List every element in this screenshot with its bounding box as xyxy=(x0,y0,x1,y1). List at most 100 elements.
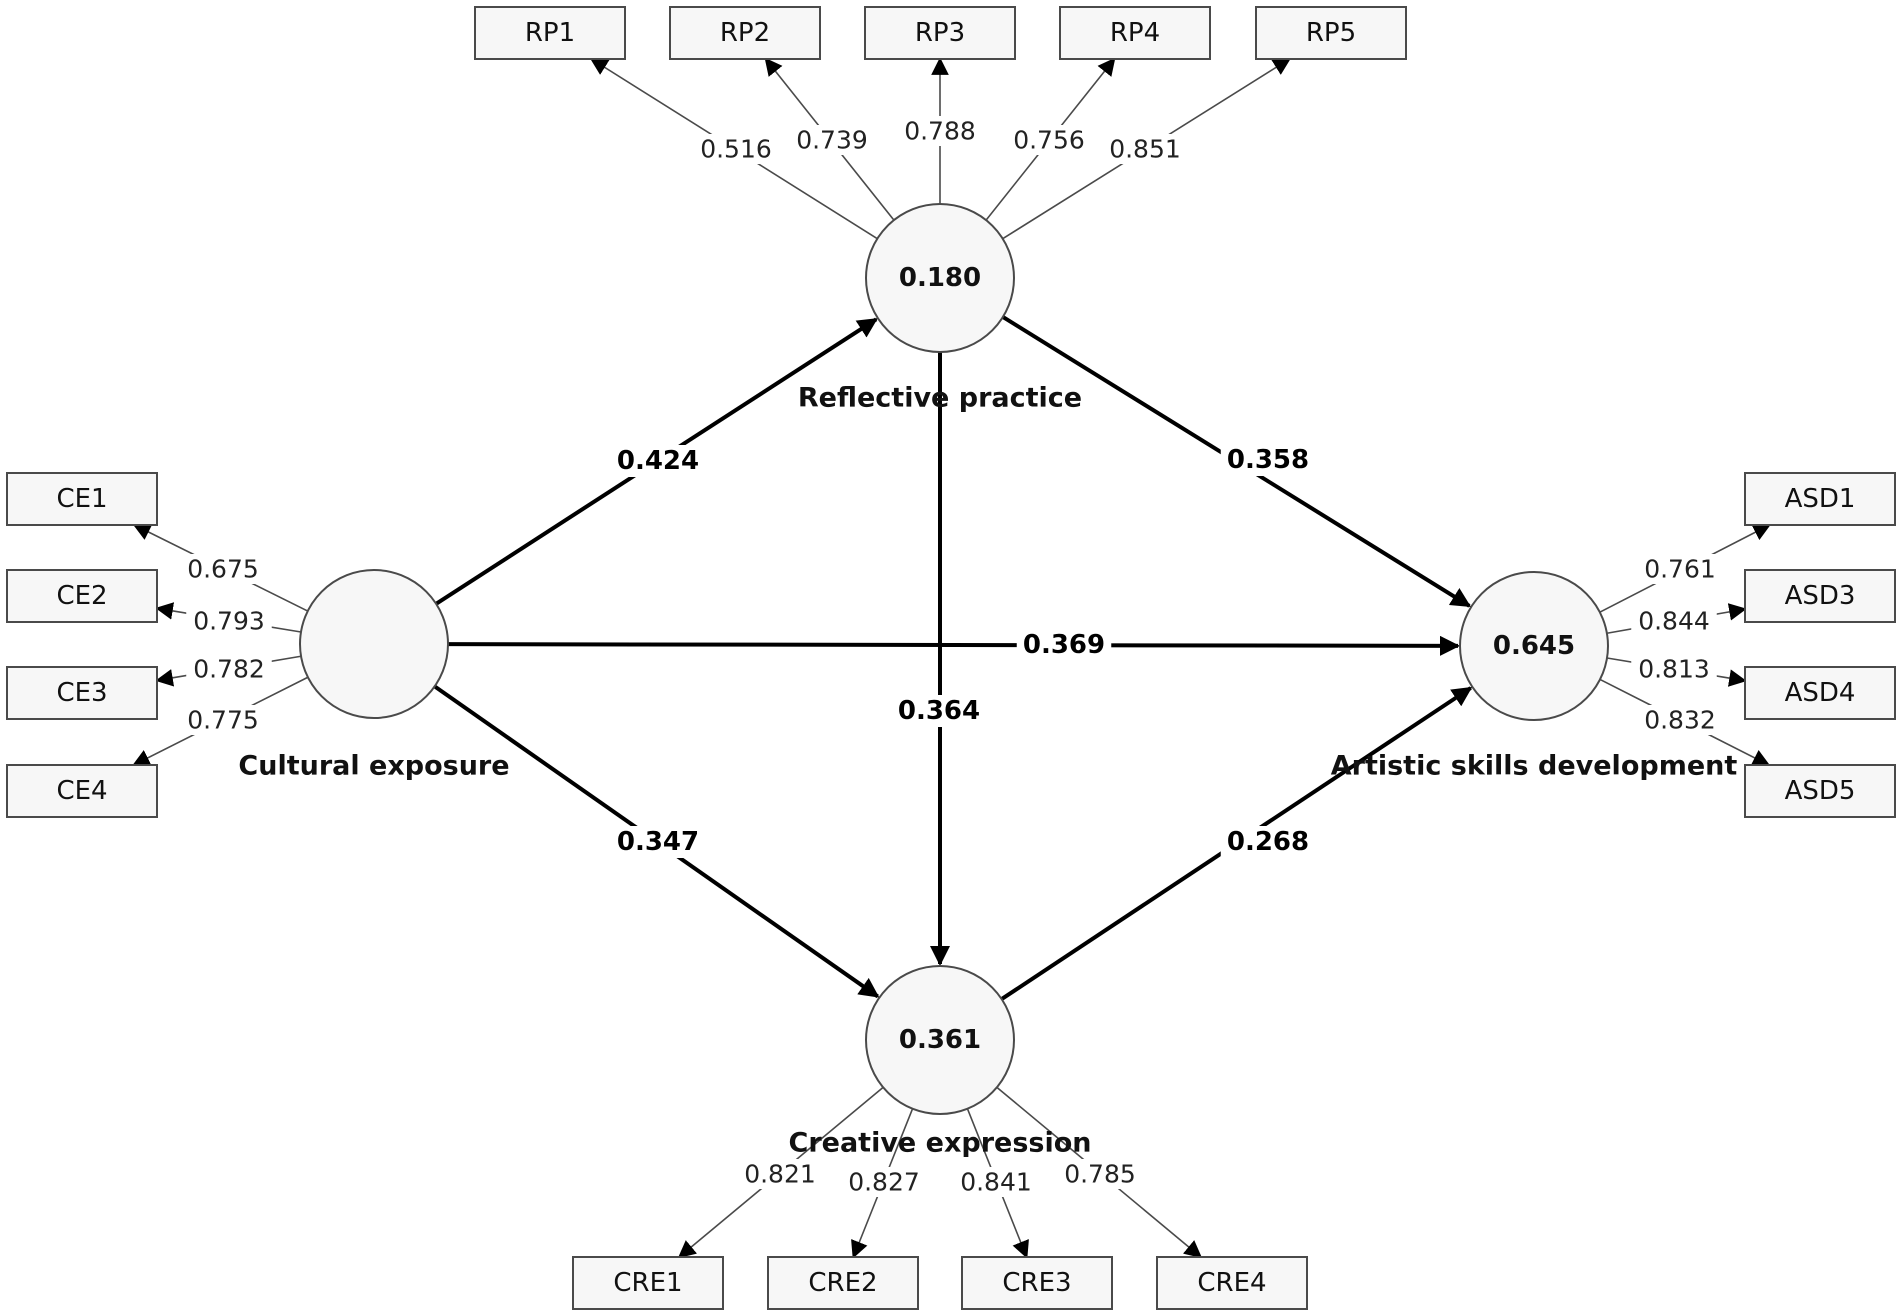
loading-value-cre3-group: 0.841 xyxy=(953,1167,1039,1197)
loading-value-rp2-bg xyxy=(789,125,875,155)
indicator-ce3: CE3 xyxy=(6,666,158,720)
loading-value-cre4: 0.785 xyxy=(1064,1160,1136,1189)
indicator-box xyxy=(1255,6,1407,60)
loading-value-cre2-bg xyxy=(841,1167,927,1197)
path-coef-rp-to-cre-bg xyxy=(891,695,987,727)
loading-value-ce4: 0.775 xyxy=(187,706,259,735)
loading-value-asd3-group: 0.844 xyxy=(1631,606,1717,636)
indicator-box xyxy=(1744,569,1896,623)
loading-value-asd1-group: 0.761 xyxy=(1637,554,1723,584)
loading-value-rp5: 0.851 xyxy=(1109,135,1181,164)
indicator-asd4: ASD4 xyxy=(1744,666,1896,720)
loading-value-ce3-group: 0.782 xyxy=(186,654,272,684)
loading-value-asd1: 0.761 xyxy=(1644,555,1716,584)
indicator-cre2: CRE2 xyxy=(767,1256,919,1310)
path-coef-ce-to-cre-group: 0.347 xyxy=(610,826,706,858)
latent-circle xyxy=(865,965,1015,1115)
indicator-label: RP3 xyxy=(915,18,965,48)
indicator-label: CRE3 xyxy=(1002,1268,1071,1298)
latent-rp: 0.180 xyxy=(865,203,1015,353)
indicator-label: RP1 xyxy=(525,18,575,48)
indicator-label: CRE4 xyxy=(1197,1268,1266,1298)
indicator-box xyxy=(6,666,158,720)
loading-value-cre1-bg xyxy=(737,1159,823,1189)
loading-value-rp1-bg xyxy=(693,134,779,164)
indicator-box xyxy=(6,764,158,818)
loading-value-rp1-group: 0.516 xyxy=(693,134,779,164)
indicator-asd3: ASD3 xyxy=(1744,569,1896,623)
indicator-label: CE4 xyxy=(56,776,107,806)
latent-r-squared: 0.645 xyxy=(1493,631,1575,661)
indicator-box xyxy=(572,1256,724,1310)
loading-value-asd3-bg xyxy=(1631,606,1717,636)
indicator-label: ASD1 xyxy=(1785,484,1856,514)
indicator-cre3: CRE3 xyxy=(961,1256,1113,1310)
loading-value-cre3: 0.841 xyxy=(960,1168,1032,1197)
path-coef-cre-to-asd: 0.268 xyxy=(1227,827,1309,857)
loading-value-ce4-bg xyxy=(180,705,266,735)
indicator-asd1: ASD1 xyxy=(1744,472,1896,526)
loading-value-rp1: 0.516 xyxy=(700,135,772,164)
indicator-rp2: RP2 xyxy=(669,6,821,60)
indicator-box xyxy=(474,6,626,60)
path-coef-ce-to-rp-bg xyxy=(610,445,706,477)
loading-value-rp4-bg xyxy=(1006,125,1092,155)
loading-value-asd1-bg xyxy=(1637,554,1723,584)
loading-value-ce4-group: 0.775 xyxy=(180,705,266,735)
indicator-label: CE2 xyxy=(56,581,107,611)
loading-value-cre2-group: 0.827 xyxy=(841,1167,927,1197)
indicator-box xyxy=(961,1256,1113,1310)
indicator-rp1: RP1 xyxy=(474,6,626,60)
loading-value-ce1-bg xyxy=(180,554,266,584)
loading-value-rp4: 0.756 xyxy=(1013,126,1085,155)
loading-value-ce3: 0.782 xyxy=(193,655,265,684)
indicator-cre4: CRE4 xyxy=(1156,1256,1308,1310)
indicator-box xyxy=(1744,666,1896,720)
indicator-box xyxy=(669,6,821,60)
loading-value-asd4: 0.813 xyxy=(1638,655,1710,684)
loading-value-ce2: 0.793 xyxy=(193,607,265,636)
indicator-box xyxy=(767,1256,919,1310)
loading-value-ce3-bg xyxy=(186,654,272,684)
indicator-box xyxy=(864,6,1016,60)
indicator-label: ASD5 xyxy=(1785,776,1856,806)
loading-value-rp4-group: 0.756 xyxy=(1006,125,1092,155)
indicator-label: CRE2 xyxy=(808,1268,877,1298)
loading-value-rp5-bg xyxy=(1102,134,1188,164)
path-coef-rp-to-asd: 0.358 xyxy=(1227,445,1309,475)
latent-ce xyxy=(299,569,449,719)
indicator-ce4: CE4 xyxy=(6,764,158,818)
path-coef-ce-to-asd-group: 0.369 xyxy=(1016,629,1112,661)
indicator-box xyxy=(1059,6,1211,60)
indicator-rp4: RP4 xyxy=(1059,6,1211,60)
latent-circle xyxy=(299,569,449,719)
latent-name: Artistic skills development xyxy=(1331,751,1738,782)
latent-name: Creative expression xyxy=(789,1128,1092,1159)
indicator-label: ASD3 xyxy=(1785,581,1856,611)
loading-value-cre4-group: 0.785 xyxy=(1057,1159,1143,1189)
latent-circle xyxy=(1459,571,1609,721)
indicator-label: CE3 xyxy=(56,678,107,708)
loading-value-asd4-group: 0.813 xyxy=(1631,654,1717,684)
latent-asd: 0.645 xyxy=(1459,571,1609,721)
loading-value-ce1: 0.675 xyxy=(187,555,259,584)
loading-value-asd5: 0.832 xyxy=(1644,706,1716,735)
loading-value-cre1: 0.821 xyxy=(744,1160,816,1189)
loading-value-cre1-group: 0.821 xyxy=(737,1159,823,1189)
indicator-ce1: CE1 xyxy=(6,472,158,526)
path-coef-rp-to-asd-group: 0.358 xyxy=(1220,444,1316,476)
loading-value-ce2-bg xyxy=(186,606,272,636)
path-coef-ce-to-asd: 0.369 xyxy=(1023,630,1105,660)
latent-r-squared: 0.180 xyxy=(899,263,981,293)
path-coef-ce-to-rp: 0.424 xyxy=(617,446,699,476)
latent-name: Cultural exposure xyxy=(238,751,509,782)
latent-name: Reflective practice xyxy=(798,383,1082,414)
indicator-box xyxy=(1156,1256,1308,1310)
indicator-cre1: CRE1 xyxy=(572,1256,724,1310)
loading-value-rp2-group: 0.739 xyxy=(789,125,875,155)
path-arrow-ce-to-asd xyxy=(447,635,1461,656)
indicator-label: CRE1 xyxy=(613,1268,682,1298)
